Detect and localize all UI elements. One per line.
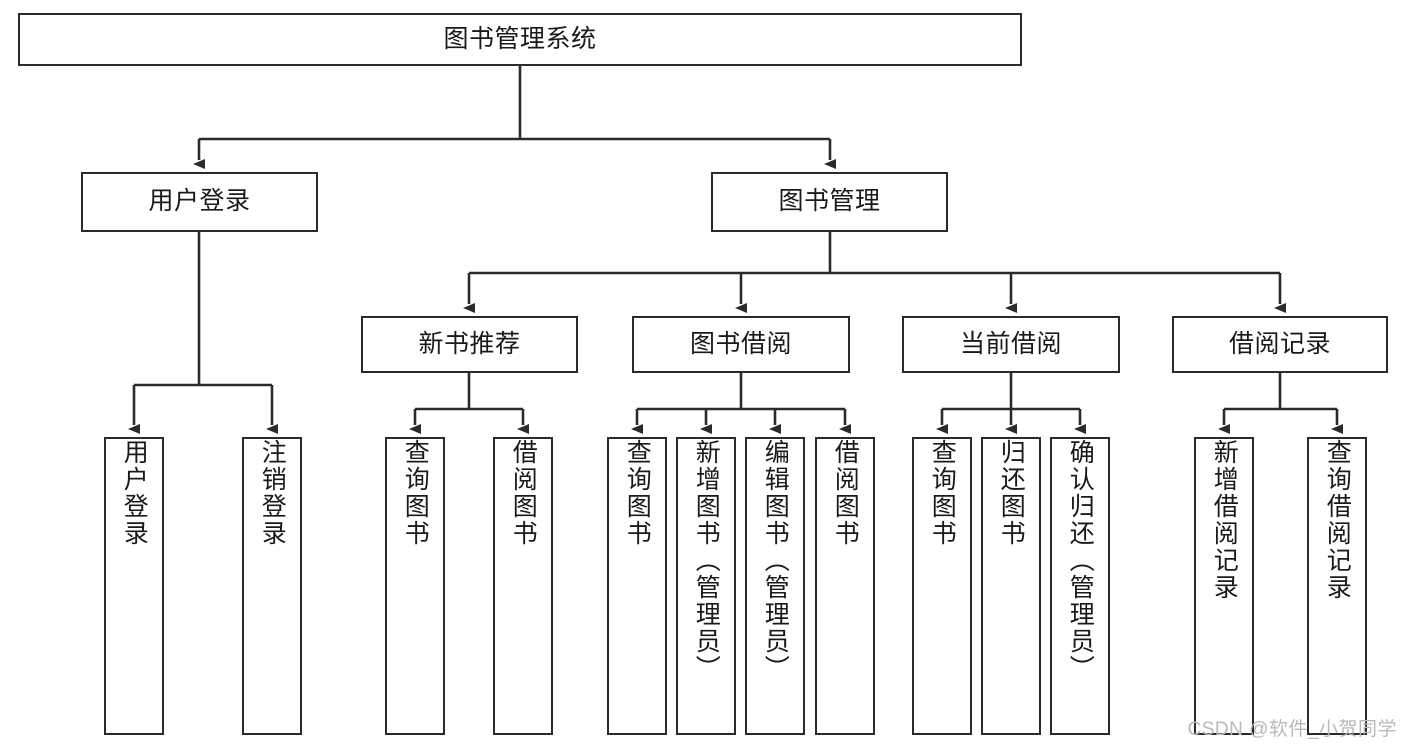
leaf-user-login[interactable]: 用户登录 (104, 437, 164, 735)
node-label-vertical: 编辑图书（管理员） (761, 439, 790, 682)
node-label-vertical: 查询借阅记录 (1323, 439, 1352, 601)
leaf-confirm-return-admin[interactable]: 确认归还（管理员） (1050, 437, 1110, 735)
node-label: 用户登录 (148, 187, 251, 216)
leaf-return-book[interactable]: 归还图书 (981, 437, 1041, 735)
node-label: 借阅记录 (1228, 329, 1331, 358)
leaf-borrow-book[interactable]: 借阅图书 (815, 437, 875, 735)
node-label-vertical: 借阅图书 (509, 439, 538, 547)
node-label-vertical: 用户登录 (120, 439, 149, 547)
node-label-vertical: 确认归还（管理员） (1066, 439, 1095, 682)
node-label: 图书管理 (778, 187, 881, 216)
node-book-management[interactable]: 图书管理 (711, 172, 948, 232)
watermark-text: CSDN @软件_小贺同学 (1187, 719, 1397, 740)
node-label: 当前借阅 (959, 329, 1062, 358)
node-book-borrow[interactable]: 图书借阅 (632, 316, 850, 373)
node-label-vertical: 查询图书 (401, 439, 430, 547)
node-new-book-recommend[interactable]: 新书推荐 (361, 316, 578, 373)
leaf-add-borrow-record[interactable]: 新增借阅记录 (1194, 437, 1254, 735)
node-label-vertical: 新增借阅记录 (1210, 439, 1239, 601)
node-label-vertical: 归还图书 (997, 439, 1026, 547)
leaf-edit-book-admin[interactable]: 编辑图书（管理员） (745, 437, 805, 735)
node-label-vertical: 查询图书 (928, 439, 957, 547)
node-label-vertical: 借阅图书 (831, 439, 860, 547)
node-label-vertical: 注销登录 (258, 439, 287, 547)
node-label-vertical: 查询图书 (623, 439, 652, 547)
node-current-borrow[interactable]: 当前借阅 (902, 316, 1120, 373)
leaf-add-book-admin[interactable]: 新增图书（管理员） (676, 437, 736, 735)
leaf-logout-login[interactable]: 注销登录 (242, 437, 302, 735)
node-label: 新书推荐 (418, 329, 521, 358)
leaf-query-book-borrow[interactable]: 查询图书 (607, 437, 667, 735)
node-user-login[interactable]: 用户登录 (81, 172, 318, 232)
leaf-query-borrow-record[interactable]: 查询借阅记录 (1307, 437, 1367, 735)
node-label: 图书管理系统 (443, 24, 597, 53)
node-borrow-record[interactable]: 借阅记录 (1172, 316, 1388, 373)
leaf-query-book-recommend[interactable]: 查询图书 (385, 437, 445, 735)
node-label-vertical: 新增图书（管理员） (692, 439, 721, 682)
leaf-query-book-current[interactable]: 查询图书 (912, 437, 972, 735)
node-root-book-management-system[interactable]: 图书管理系统 (18, 13, 1022, 66)
node-label: 图书借阅 (689, 329, 792, 358)
leaf-borrow-book-recommend[interactable]: 借阅图书 (493, 437, 553, 735)
